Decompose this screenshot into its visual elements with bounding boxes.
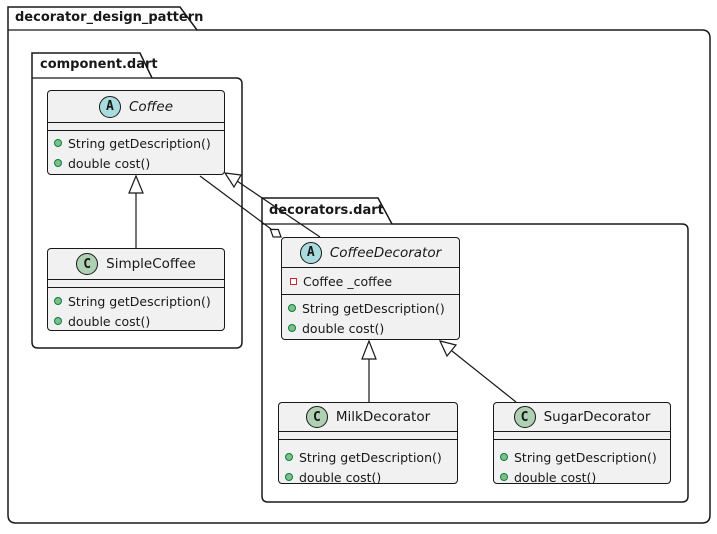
public-method-icon — [288, 324, 296, 332]
methods-section: String getDescription() double cost() — [282, 295, 459, 338]
private-field-icon — [290, 277, 297, 285]
inheritance-arrow-simplecoffee-to-coffee — [128, 174, 144, 248]
public-method-icon — [285, 473, 293, 481]
class-box-simplecoffee: C SimpleCoffee String getDescription() d… — [47, 248, 225, 331]
inheritance-arrow-milkdecorator-to-coffeedecorator — [361, 339, 377, 402]
method-row: String getDescription() — [279, 447, 457, 467]
method-label: double cost() — [68, 313, 151, 329]
concrete-class-icon: C — [513, 406, 536, 428]
class-name: Coffee — [128, 98, 174, 115]
class-box-coffee: A Coffee String getDescription() double … — [47, 90, 225, 175]
method-row: String getDescription() — [48, 133, 224, 153]
method-label: String getDescription() — [302, 300, 445, 316]
public-method-icon — [500, 453, 508, 461]
class-header: C MilkDecorator — [279, 403, 457, 432]
class-name: MilkDecorator — [335, 409, 431, 425]
hollow-diamond-icon — [269, 228, 282, 238]
class-name: SugarDecorator — [543, 409, 651, 425]
method-row: double cost() — [279, 467, 457, 487]
field-row: Coffee _coffee — [282, 271, 392, 291]
class-header: C SimpleCoffee — [48, 249, 224, 280]
public-method-icon — [54, 317, 62, 325]
class-box-sugardecorator: C SugarDecorator String getDescription()… — [493, 402, 671, 487]
method-row: String getDescription() — [494, 447, 670, 467]
fields-section: Coffee _coffee — [282, 268, 459, 295]
abstract-class-icon: A — [299, 241, 322, 264]
public-method-icon — [54, 139, 62, 147]
class-box-coffeedecorator: A CoffeeDecorator Coffee _coffee String … — [281, 237, 460, 340]
method-row: String getDescription() — [48, 291, 224, 311]
method-label: String getDescription() — [68, 293, 211, 309]
method-row: String getDescription() — [282, 298, 459, 318]
class-header: A CoffeeDecorator — [282, 238, 459, 268]
method-label: String getDescription() — [299, 449, 442, 465]
methods-section: String getDescription() double cost() — [48, 288, 224, 331]
concrete-class-icon: C — [76, 253, 99, 275]
inheritance-arrow-sugardecorator-to-coffeedecorator — [438, 340, 517, 403]
method-label: String getDescription() — [514, 449, 657, 465]
class-name: SimpleCoffee — [106, 256, 196, 272]
method-label: double cost() — [302, 320, 385, 336]
hollow-triangle-icon — [223, 172, 242, 189]
method-row: double cost() — [494, 467, 670, 487]
methods-section: String getDescription() double cost() — [279, 440, 457, 487]
public-method-icon — [500, 473, 508, 481]
method-row: double cost() — [48, 153, 224, 173]
package-title-component: component.dart — [40, 57, 158, 72]
methods-section: String getDescription() double cost() — [494, 440, 670, 487]
frame-title: decorator_design_pattern — [15, 10, 204, 25]
fields-section-empty — [494, 432, 670, 440]
methods-section: String getDescription() double cost() — [48, 131, 224, 173]
method-label: double cost() — [299, 469, 382, 485]
class-header: C SugarDecorator — [494, 403, 670, 432]
method-label: String getDescription() — [68, 135, 211, 151]
fields-section-empty — [48, 280, 224, 288]
method-label: double cost() — [68, 155, 151, 171]
public-method-icon — [54, 297, 62, 305]
hollow-triangle-icon — [438, 340, 458, 358]
field-label: Coffee _coffee — [303, 273, 393, 289]
method-row: double cost() — [282, 318, 459, 338]
fields-section-empty — [48, 123, 224, 131]
public-method-icon — [54, 159, 62, 167]
package-title-decorators: decorators.dart — [269, 203, 384, 218]
class-header: A Coffee — [48, 91, 224, 123]
method-label: double cost() — [514, 469, 597, 485]
method-row: double cost() — [48, 311, 224, 331]
class-name: CoffeeDecorator — [329, 244, 442, 261]
abstract-class-icon: A — [98, 95, 121, 118]
hollow-triangle-icon — [361, 339, 377, 360]
class-box-milkdecorator: C MilkDecorator String getDescription() … — [278, 402, 458, 487]
fields-section-empty — [279, 432, 457, 440]
hollow-triangle-icon — [128, 174, 144, 194]
concrete-class-icon: C — [305, 406, 328, 428]
public-method-icon — [288, 304, 296, 312]
public-method-icon — [285, 453, 293, 461]
